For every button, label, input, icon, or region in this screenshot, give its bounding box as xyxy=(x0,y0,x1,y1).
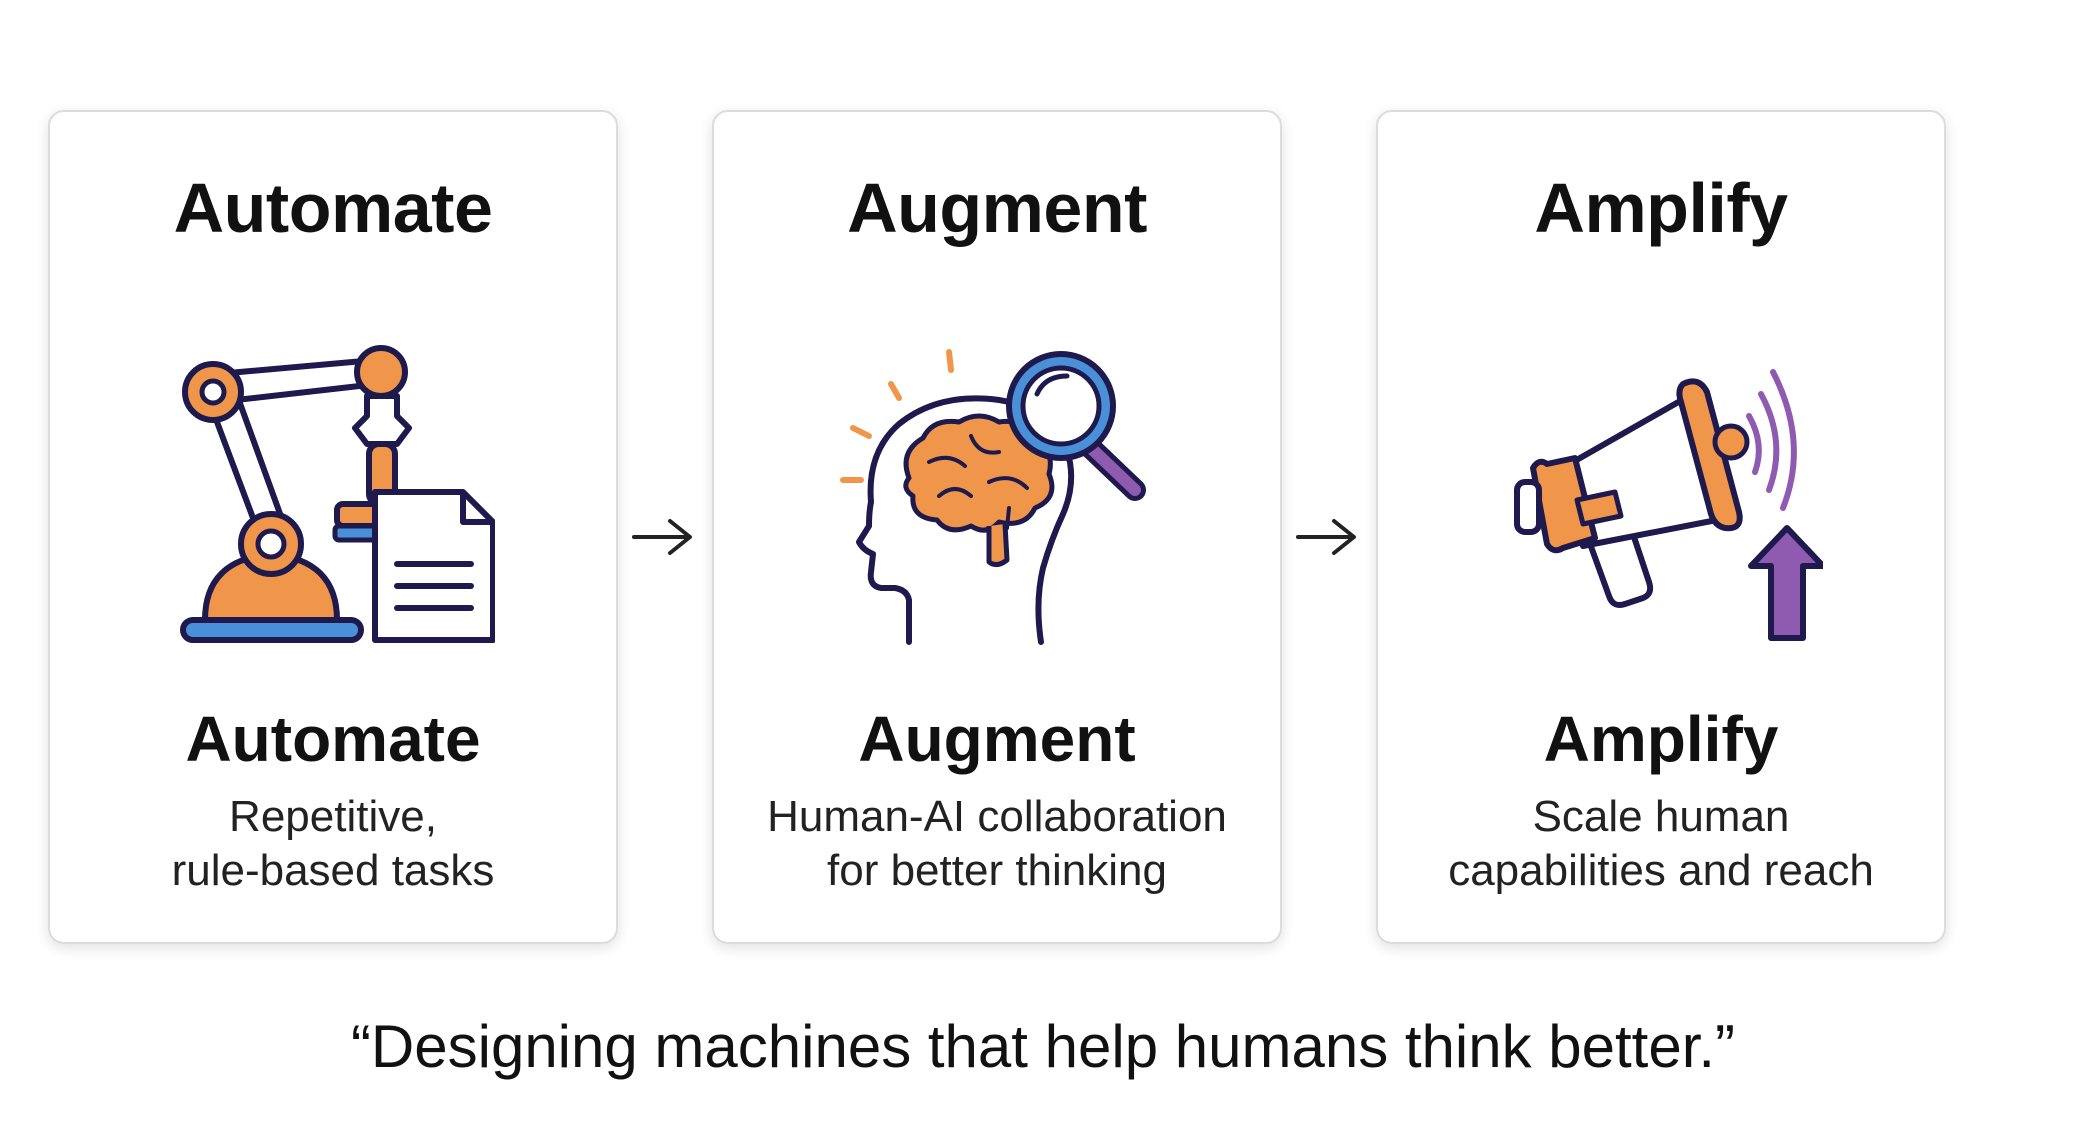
card-description: Scale human capabilities and reach xyxy=(1398,790,1924,898)
card-description-line: rule-based tasks xyxy=(171,846,495,895)
card-title: Amplify xyxy=(1534,169,1788,247)
megaphone-icon xyxy=(1514,369,1823,641)
right-arrow-icon xyxy=(1296,519,1356,555)
card-description-line: Repetitive, xyxy=(229,792,437,841)
robot-arm-icon xyxy=(180,345,495,643)
card-automate: Automate Automate Repetitive, rule-based… xyxy=(48,110,618,944)
card-description-line: Human-AI collaboration xyxy=(767,792,1227,841)
quote-text: “Designing machines that help humans thi… xyxy=(350,1013,1736,1080)
card-description-line: Scale human xyxy=(1532,792,1790,841)
brain-magnifier-icon xyxy=(840,349,1146,645)
card-description: Human-AI collaboration for better thinki… xyxy=(734,790,1260,898)
card-amplify: Amplify Amplify Scale human capabilities… xyxy=(1376,110,1946,944)
right-arrow-icon xyxy=(632,519,692,555)
card-name: Amplify xyxy=(1543,703,1779,775)
card-name: Automate xyxy=(185,703,481,775)
card-description: Repetitive, rule-based tasks xyxy=(70,790,596,898)
card-description-line: capabilities and reach xyxy=(1448,846,1874,895)
card-augment: Augment Augment Human-AI collaboration f… xyxy=(712,110,1282,944)
card-title: Automate xyxy=(173,169,493,247)
card-description-line: for better thinking xyxy=(827,846,1167,895)
card-title: Augment xyxy=(847,169,1147,247)
card-name: Augment xyxy=(858,703,1136,775)
